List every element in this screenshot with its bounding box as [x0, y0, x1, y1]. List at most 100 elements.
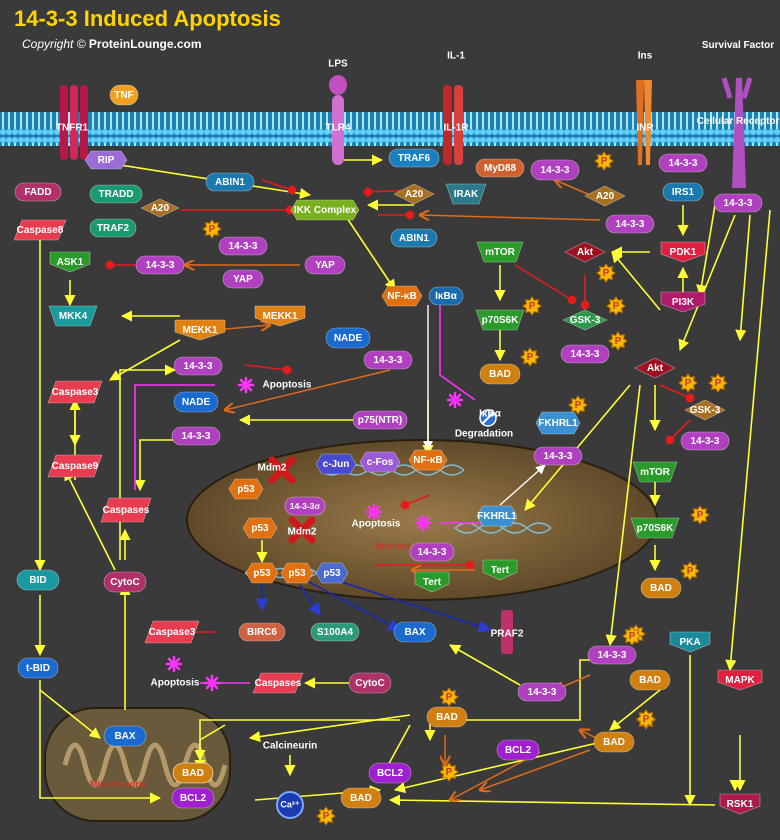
node-shape [174, 319, 226, 341]
phosphate-label: P [209, 224, 216, 235]
node-mekk1-b: MEKK1 [254, 305, 306, 327]
node-bax1: BAX [393, 621, 437, 643]
node-p-bad4: P [439, 687, 459, 707]
node-mdm2-a: Mdm2 [258, 456, 296, 484]
node-p1433-nade2: 14-3-3 [171, 426, 221, 446]
node-label: 14-3-3 [374, 355, 403, 366]
node-a20-a: A20 [140, 198, 180, 218]
node-shape [205, 172, 255, 192]
phosphate-label: P [446, 767, 453, 778]
node-lps: LPS [328, 59, 348, 70]
node-caspase3-a: Caspase3 [47, 380, 103, 404]
node-shape [144, 620, 200, 644]
survival-factor-label: Survival Factor [702, 40, 774, 51]
node-label: MEKK1 [182, 325, 217, 336]
node-label: BAX [404, 627, 425, 638]
node-label: p53 [253, 568, 271, 579]
node-p1433-pka: 14-3-3 [587, 645, 637, 665]
node-shape [100, 497, 152, 523]
node-shape [304, 255, 346, 275]
node-shape [352, 410, 408, 430]
node-label: TLR4 [326, 123, 351, 134]
tnfr1-receptor-icon [60, 85, 88, 160]
node-bcl2-c: BCL2 [171, 787, 215, 809]
node-label: BAD [436, 712, 458, 723]
tlr4-receptor-icon [329, 75, 347, 165]
phosphate-icon [439, 687, 459, 707]
node-shape [408, 449, 448, 471]
node-s100a4: S100A4 [310, 622, 360, 642]
node-label: p75(NTR) [358, 415, 402, 426]
node-label: A20 [151, 203, 170, 214]
node-bax2: BAX [103, 725, 147, 747]
node-p1433-nade: 14-3-3 [363, 350, 413, 370]
node-p1433-top: 14-3-3 [530, 159, 580, 181]
node-label: A20 [596, 191, 615, 202]
node-label: IRS1 [672, 187, 695, 198]
node-label: NF-κB [413, 455, 442, 466]
node-p-bad5: P [439, 762, 459, 782]
node-fkhrl1-a: FKHRL1 [535, 411, 581, 435]
node-calcineurin: Calcineurin [263, 741, 317, 752]
node-label: BCL2 [505, 745, 532, 756]
node-ikk: IKK Complex [290, 199, 360, 221]
node-shape [713, 193, 763, 213]
node-label: IL-1 [447, 51, 465, 62]
node-p53-e: p53 [315, 562, 349, 584]
node-p-bad1: P [520, 347, 540, 367]
node-ins: Ins [638, 51, 653, 62]
inr-receptor-icon [636, 80, 652, 165]
node-shape [564, 241, 606, 263]
node-tlr4: TLR4 [326, 123, 351, 134]
node-tert-a: Tert [414, 571, 450, 593]
phosphate-icon [596, 263, 616, 283]
node-p70-1: p70S6K [475, 309, 525, 331]
phosphate-label: P [697, 510, 704, 521]
node-nade1: NADE [325, 327, 371, 349]
node-label: 14-3-3 [544, 451, 573, 462]
node-shape [428, 286, 464, 306]
node-label: Mdm2 [258, 463, 287, 474]
node-akt2: Akt [634, 357, 676, 379]
node-mtor1: mTOR [476, 241, 524, 263]
node-shape [560, 344, 610, 364]
node-label: 14-3-3 [724, 198, 753, 209]
node-mekk1-a: MEKK1 [174, 319, 226, 341]
node-label: RIP [98, 155, 115, 166]
node-label: TNFR1 [56, 123, 89, 134]
node-bad2: BAD [640, 577, 682, 599]
node-label: BAD [639, 675, 661, 686]
node-label: MKK4 [59, 311, 88, 322]
phosphate-label: P [715, 378, 722, 389]
node-shape [172, 762, 214, 784]
node-nfkb1: NF-κB [381, 285, 423, 307]
node-bad4: BAD [426, 706, 468, 728]
node-shape [290, 199, 360, 221]
phosphate-icon [708, 373, 728, 393]
node-p-akt1: P [596, 263, 616, 283]
node-label: MEKK1 [262, 311, 297, 322]
phosphate-label: P [446, 692, 453, 703]
node-ikba2: IκBα [479, 409, 502, 420]
node-shape [634, 357, 676, 379]
node-label: BID [29, 575, 46, 586]
copyright-prefix: Copyright © [22, 37, 86, 51]
node-label: IκBα [479, 409, 502, 420]
node-rip: RIP [84, 150, 128, 170]
node-shape [717, 669, 763, 691]
node-nade2: NADE [173, 391, 219, 413]
node-shape [680, 431, 730, 451]
node-label: Apoptosis [263, 380, 312, 391]
node-shape [315, 562, 349, 584]
node-label: p53 [251, 523, 269, 534]
node-yap-c: YAP [222, 269, 264, 289]
node-shape [719, 793, 761, 815]
node-shape [238, 622, 286, 642]
node-label: BAD [489, 369, 511, 380]
il1r-receptor-icon [443, 85, 463, 165]
node-p-gsk2: P [708, 373, 728, 393]
degradation-icon [479, 409, 497, 427]
node-shape [340, 787, 382, 809]
node-birc6: BIRC6 [238, 622, 286, 642]
